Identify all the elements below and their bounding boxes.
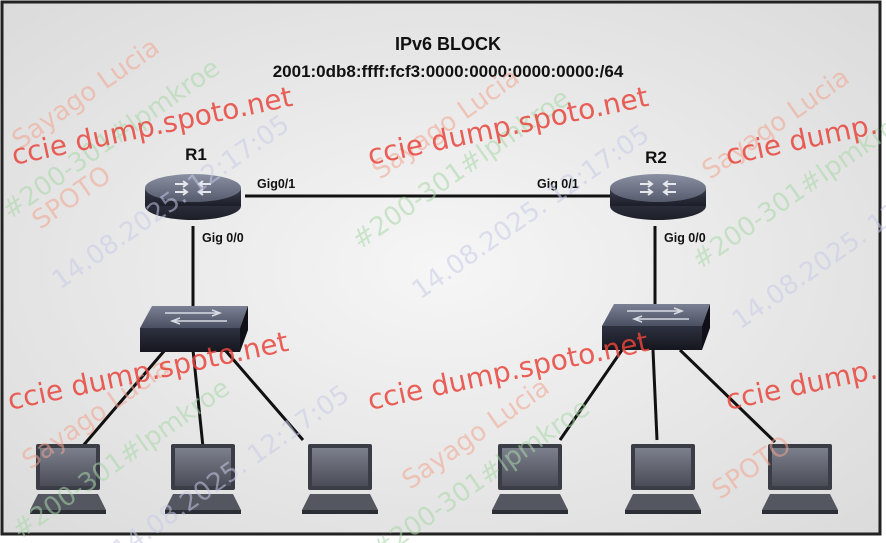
r2-gig01-label: Gig 0/1 — [537, 177, 579, 191]
r2-gig00-label: Gig 0/0 — [664, 231, 706, 245]
link-sw1-pc3 — [223, 349, 305, 441]
r1-gig00-label: Gig 0/0 — [202, 231, 244, 245]
ipv6-block-prefix: 2001:0db8:ffff:fcf3:0000:0000:0000:0000:… — [273, 62, 624, 81]
router-r2-label: R2 — [645, 148, 667, 167]
link-sw2-pc6 — [678, 348, 777, 444]
pc-5-icon — [625, 444, 701, 514]
link-sw1-pc2 — [191, 349, 205, 448]
link-sw2-pc4 — [558, 349, 624, 441]
r1-gig01-label: Gig0/1 — [257, 177, 295, 191]
diagram-title: IPv6 BLOCK — [395, 34, 501, 54]
link-sw2-pc5 — [651, 349, 659, 441]
router-r1-label: R1 — [185, 145, 207, 164]
link-sw1-pc1 — [80, 349, 167, 448]
router-r2-icon — [609, 173, 707, 221]
link-lines — [80, 194, 777, 448]
pc-3-icon — [302, 444, 378, 514]
